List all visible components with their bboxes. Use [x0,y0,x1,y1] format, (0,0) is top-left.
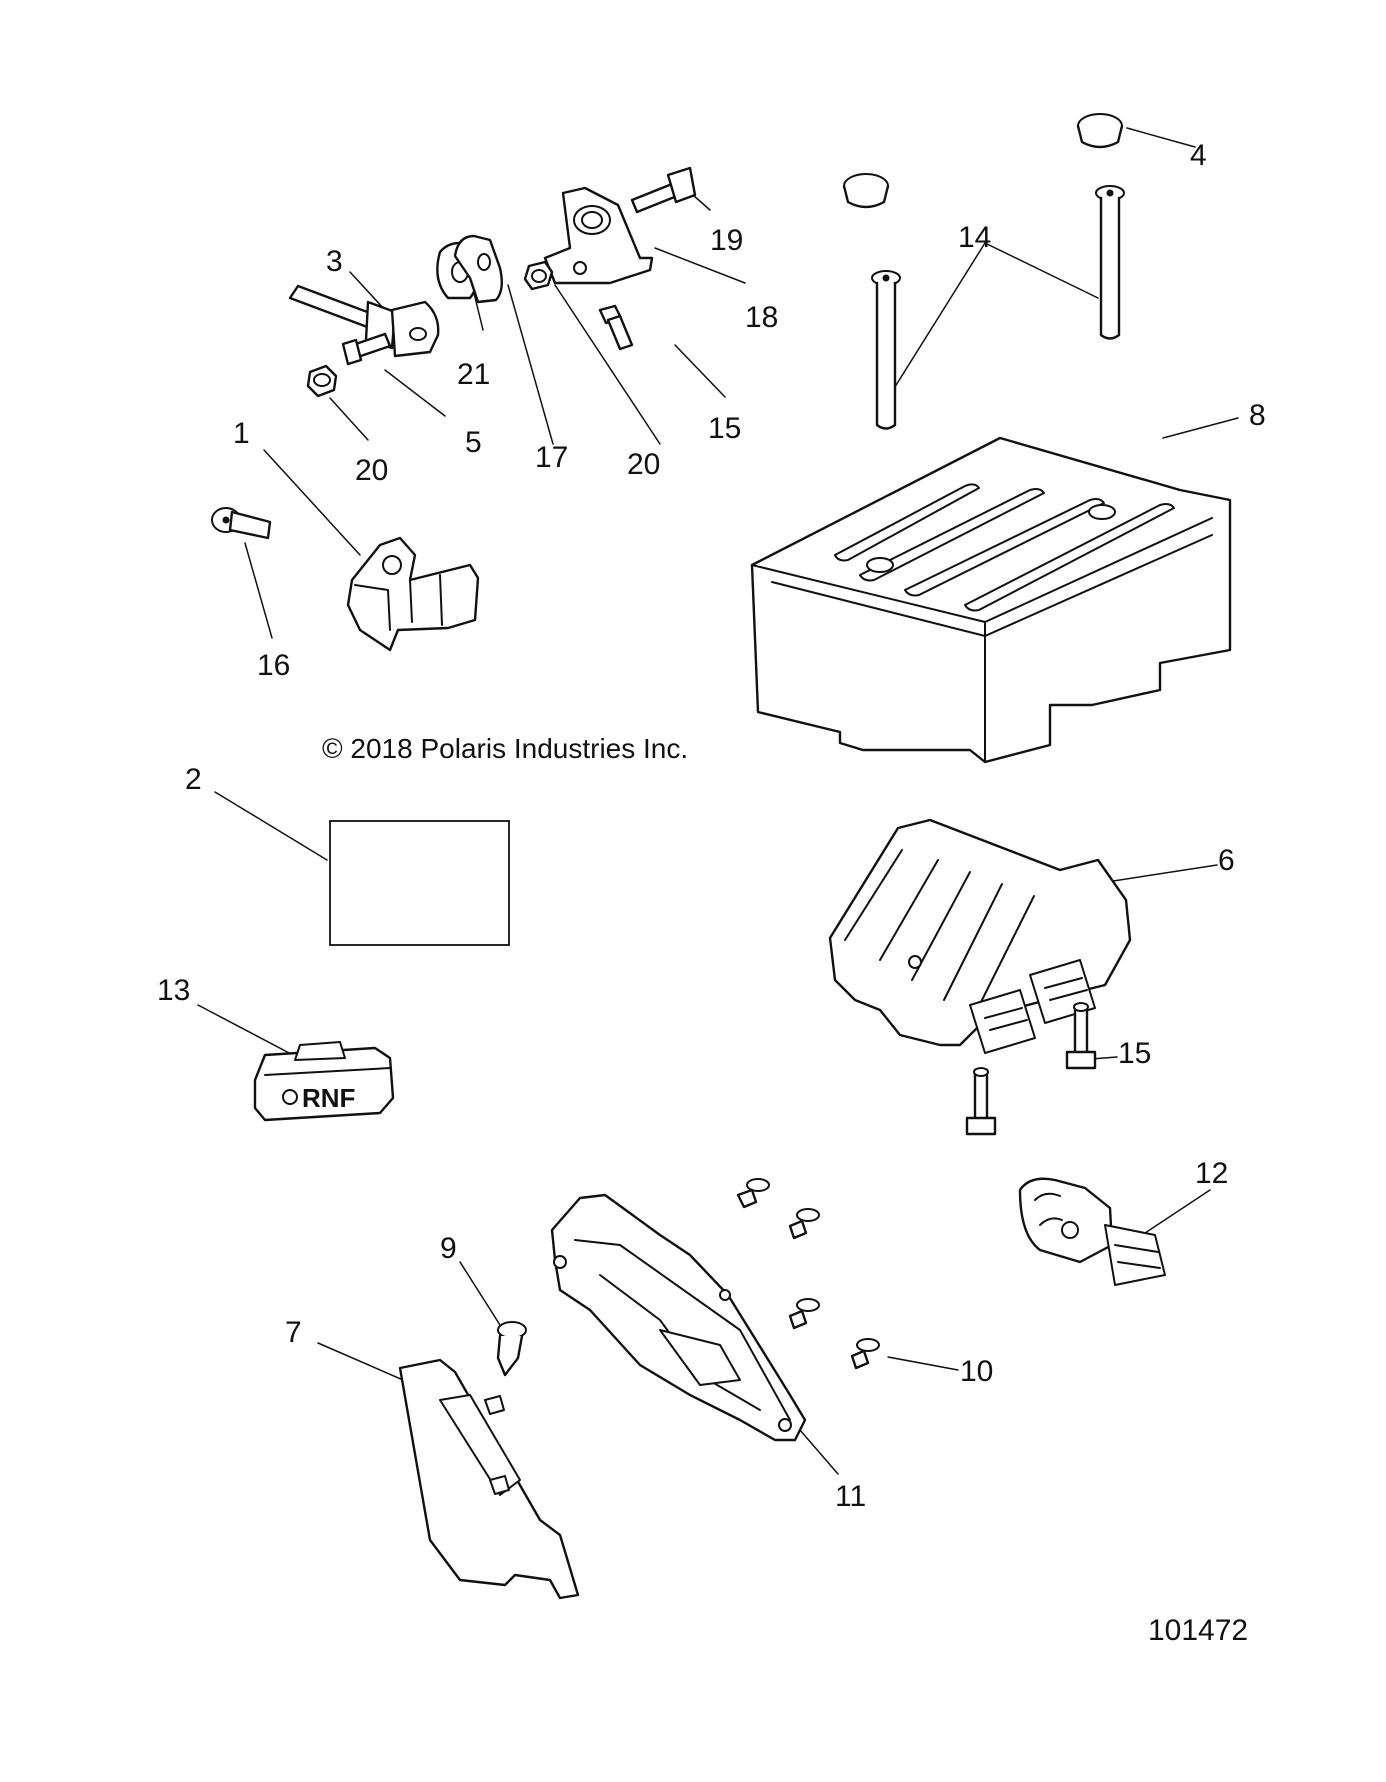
callout-3: 3 [326,245,343,278]
part-20-flange-nut-upper [523,260,554,291]
part-10-screw-a [736,1178,770,1209]
part-15-flange-bolt-lower-2 [965,1067,997,1136]
diagram-number: 101472 [1148,1614,1248,1647]
part-20-flange-nut-lower [306,364,338,398]
callout-8: 8 [1249,399,1266,432]
callout-17: 17 [535,441,568,474]
part-19-bolt [630,166,697,214]
part-3-sensor [288,284,440,358]
part-17-gasket-plate [453,234,503,304]
callout-1: 1 [233,417,250,450]
callout-18: 18 [745,301,778,334]
callout-16: 16 [257,649,290,682]
callout-11: 11 [835,1480,866,1513]
part-15-flange-bolt-upper [598,304,634,351]
part-10-screw-d [850,1338,880,1370]
callout-14: 14 [958,221,991,254]
part-18-bracket [543,186,654,285]
callout-15-lower: 15 [1118,1037,1151,1070]
part-4-plug-cap-2 [842,173,890,209]
callout-20-left: 20 [355,454,388,487]
callout-6: 6 [1218,844,1235,877]
part-11-ecu [550,1193,807,1442]
callout-4: 4 [1190,139,1207,172]
part-10-screw-b [788,1208,820,1240]
part-15-flange-bolt-lower [1065,1002,1097,1070]
callout-21: 21 [457,358,490,391]
part-1-map-sensor [346,536,480,652]
callout-15-upper: 15 [708,412,741,445]
part-4-plug-cap [1076,113,1124,149]
part-9-push-rivet [496,1321,527,1377]
switch-legend: RNF [302,1083,355,1113]
part-14-long-bolt [1095,185,1125,340]
callout-9: 9 [440,1232,457,1265]
part-5-bolt [341,332,392,366]
part-13-gear-indicator-switch: RNF [253,1041,395,1122]
part-6-regulator [828,818,1132,1054]
part-16-screw [211,507,272,540]
callout-7: 7 [285,1316,302,1349]
part-14-long-bolt-2 [871,270,901,430]
part-7-mounting-plate [398,1358,580,1600]
part-2-label [329,820,510,946]
callout-labels: 4 14 19 18 15 20 17 21 3 5 20 1 16 8 2 6… [157,139,1266,1513]
copyright-notice: © 2018 Polaris Industries Inc. [322,733,688,764]
callout-19: 19 [710,224,743,257]
part-12-ignition-switch [1018,1177,1166,1286]
part-10-screw-c [788,1298,820,1330]
callout-5: 5 [465,426,482,459]
part-8-cover [750,436,1232,764]
callout-10: 10 [960,1355,993,1388]
callout-20-right: 20 [627,448,660,481]
callout-13: 13 [157,974,190,1007]
callout-2: 2 [185,763,202,796]
leader-lines [197,127,1239,1475]
callout-12: 12 [1195,1157,1228,1190]
